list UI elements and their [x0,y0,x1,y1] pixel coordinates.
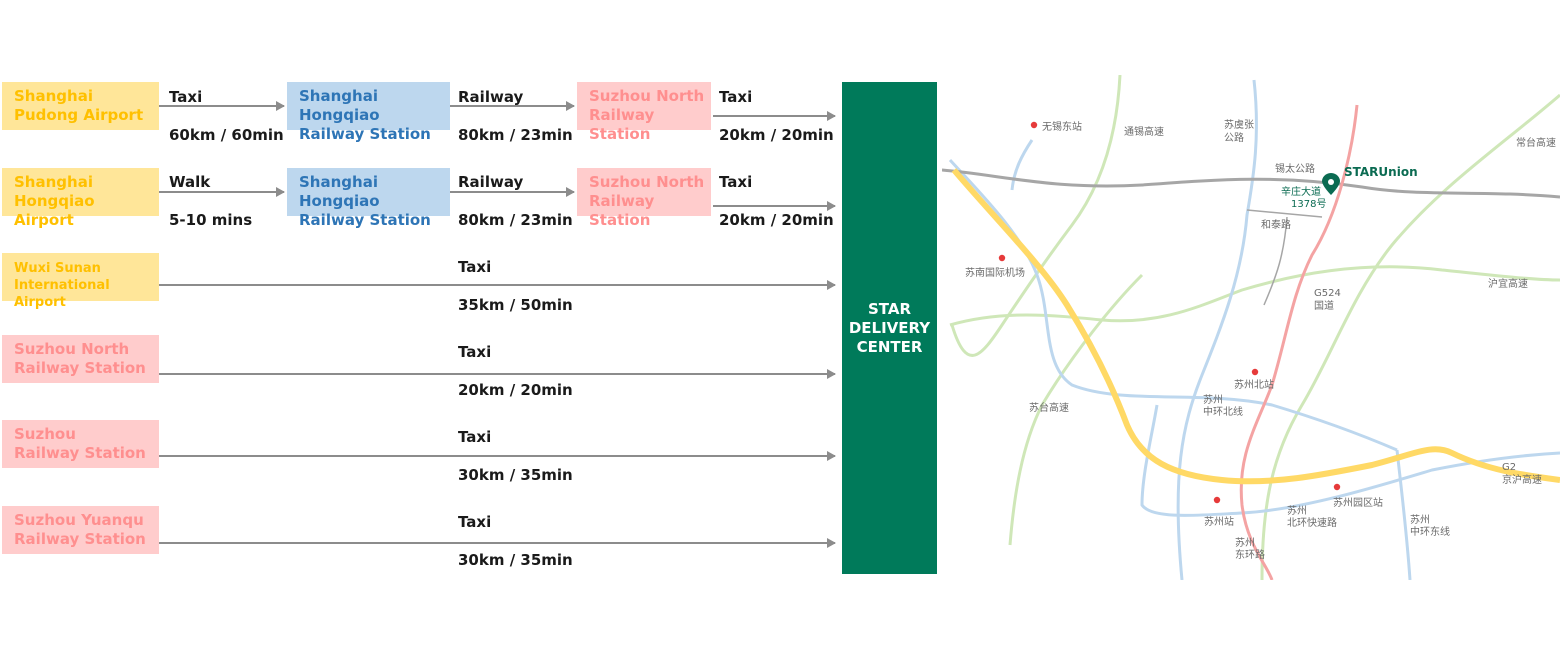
arrow [159,187,285,197]
arrow [450,101,575,111]
map-label: 苏州 [1410,513,1430,526]
origin-suzhou-station: Suzhou Railway Station [2,420,159,468]
location-map: 无锡东站 通锡高速 苏虞张 公路 常台高速 锡太公路 STARUnion 辛庄大… [942,75,1560,580]
map-label: 通锡高速 [1124,125,1164,138]
leg1-mode: Walk [169,173,211,191]
leg2-mode: Railway [458,88,524,106]
route-mode: Taxi [458,428,492,446]
route-mode: Taxi [458,513,492,531]
origin-shanghai-hongqiao-airport: Shanghai Hongqiao Airport [2,168,159,229]
leg1-mode: Taxi [169,88,203,106]
map-label: 中环北线 [1203,405,1243,418]
star-delivery-center: STAR DELIVERY CENTER [842,82,937,574]
mid-suzhou-north-station: Suzhou North Railway Station [577,168,711,229]
address-line-2: 1378号 [1291,198,1326,210]
map-label: 无锡东站 [1042,120,1082,133]
route-distance: 30km / 35min [458,466,573,484]
arrow [450,187,575,197]
origin-suzhou-north-station: Suzhou North Railway Station [2,335,159,383]
origin-suzhou-yuanqu-station: Suzhou Yuanqu Railway Station [2,506,159,554]
map-label: 苏台高速 [1029,401,1069,414]
arrow [713,201,836,211]
route-distance: 20km / 20min [458,381,573,399]
road-hetai [1246,209,1323,218]
road-wuxi-link [1010,139,1034,191]
leg1-distance: 5-10 mins [169,211,253,229]
arrow [713,111,836,121]
map-label: 苏州 [1287,504,1307,517]
map-label: 东环路 [1235,548,1265,561]
address-line-1: 辛庄大道 [1281,185,1321,198]
road-sutai [1008,273,1144,546]
map-label: 苏虞张 [1224,118,1254,131]
mid-shanghai-hongqiao-station: Shanghai Hongqiao Railway Station [287,168,450,229]
map-label: 沪宜高速 [1488,277,1528,290]
arrow [159,369,836,379]
pin-icon [998,121,1341,504]
map-label: 中环东线 [1410,525,1450,538]
map-label: 苏州园区站 [1333,496,1383,509]
map-label: 苏州 [1235,536,1255,549]
road-g2 [951,168,1560,485]
road-suyujian [1176,79,1258,580]
mid-suzhou-north-station: Suzhou North Railway Station [577,82,711,143]
map-label: 北环快速路 [1287,516,1337,529]
leg2-distance: 80km / 23min [458,126,573,144]
arrow [159,451,836,461]
map-label: 国道 [1314,299,1334,312]
map-label: 公路 [1224,131,1244,144]
road-hetai-branch [1263,216,1288,306]
leg1-distance: 60km / 60min [169,126,284,144]
road-tongxi [950,75,1122,357]
map-label: 常台高速 [1516,136,1556,149]
leg2-mode: Railway [458,173,524,191]
leg2-distance: 80km / 23min [458,211,573,229]
map-label: 苏州站 [1204,515,1234,528]
route-mode: Taxi [458,258,492,276]
map-label: G524 [1314,288,1341,299]
road-g524 [1239,104,1359,580]
leg3-distance: 20km / 20min [719,126,834,144]
road-xitai [942,168,1560,199]
map-label: 锡太公路 [1275,162,1315,175]
road-east-ring [1395,449,1412,580]
leg3-mode: Taxi [719,88,753,106]
route-distance: 30km / 35min [458,551,573,569]
brand-logo: STARUnion [1344,165,1418,179]
route-mode: Taxi [458,343,492,361]
leg3-distance: 20km / 20min [719,211,834,229]
map-label: 京沪高速 [1502,473,1542,486]
arrow [159,280,836,290]
mid-shanghai-hongqiao-station: Shanghai Hongqiao Railway Station [287,82,450,143]
map-label: 苏州 [1203,393,1223,406]
map-label: 苏州北站 [1234,378,1274,391]
arrow [159,538,836,548]
route-distance: 35km / 50min [458,296,573,314]
map-label: 和泰路 [1261,218,1291,231]
leg3-mode: Taxi [719,173,753,191]
arrow [159,101,285,111]
road-huyi [949,265,1560,327]
origin-wuxi-sunan-airport: Wuxi Sunan International Airport [2,253,159,310]
map-label: G2 [1502,462,1516,473]
map-label: 苏南国际机场 [965,266,1025,279]
origin-shanghai-pudong-airport: Shanghai Pudong Airport [2,82,159,130]
